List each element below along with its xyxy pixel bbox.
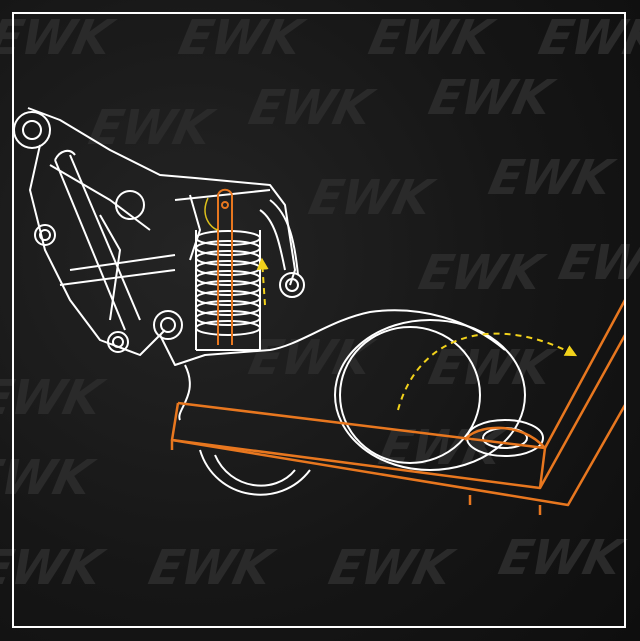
frame (27, 107, 506, 421)
border-frame (12, 12, 626, 628)
wheel (199, 319, 544, 496)
spring-guide-rod (217, 188, 233, 345)
pivot-points (13, 111, 305, 353)
hinged-plate (170, 299, 627, 515)
motion-arrow (204, 197, 578, 411)
linkage-arm (54, 149, 141, 331)
spring (195, 230, 261, 351)
